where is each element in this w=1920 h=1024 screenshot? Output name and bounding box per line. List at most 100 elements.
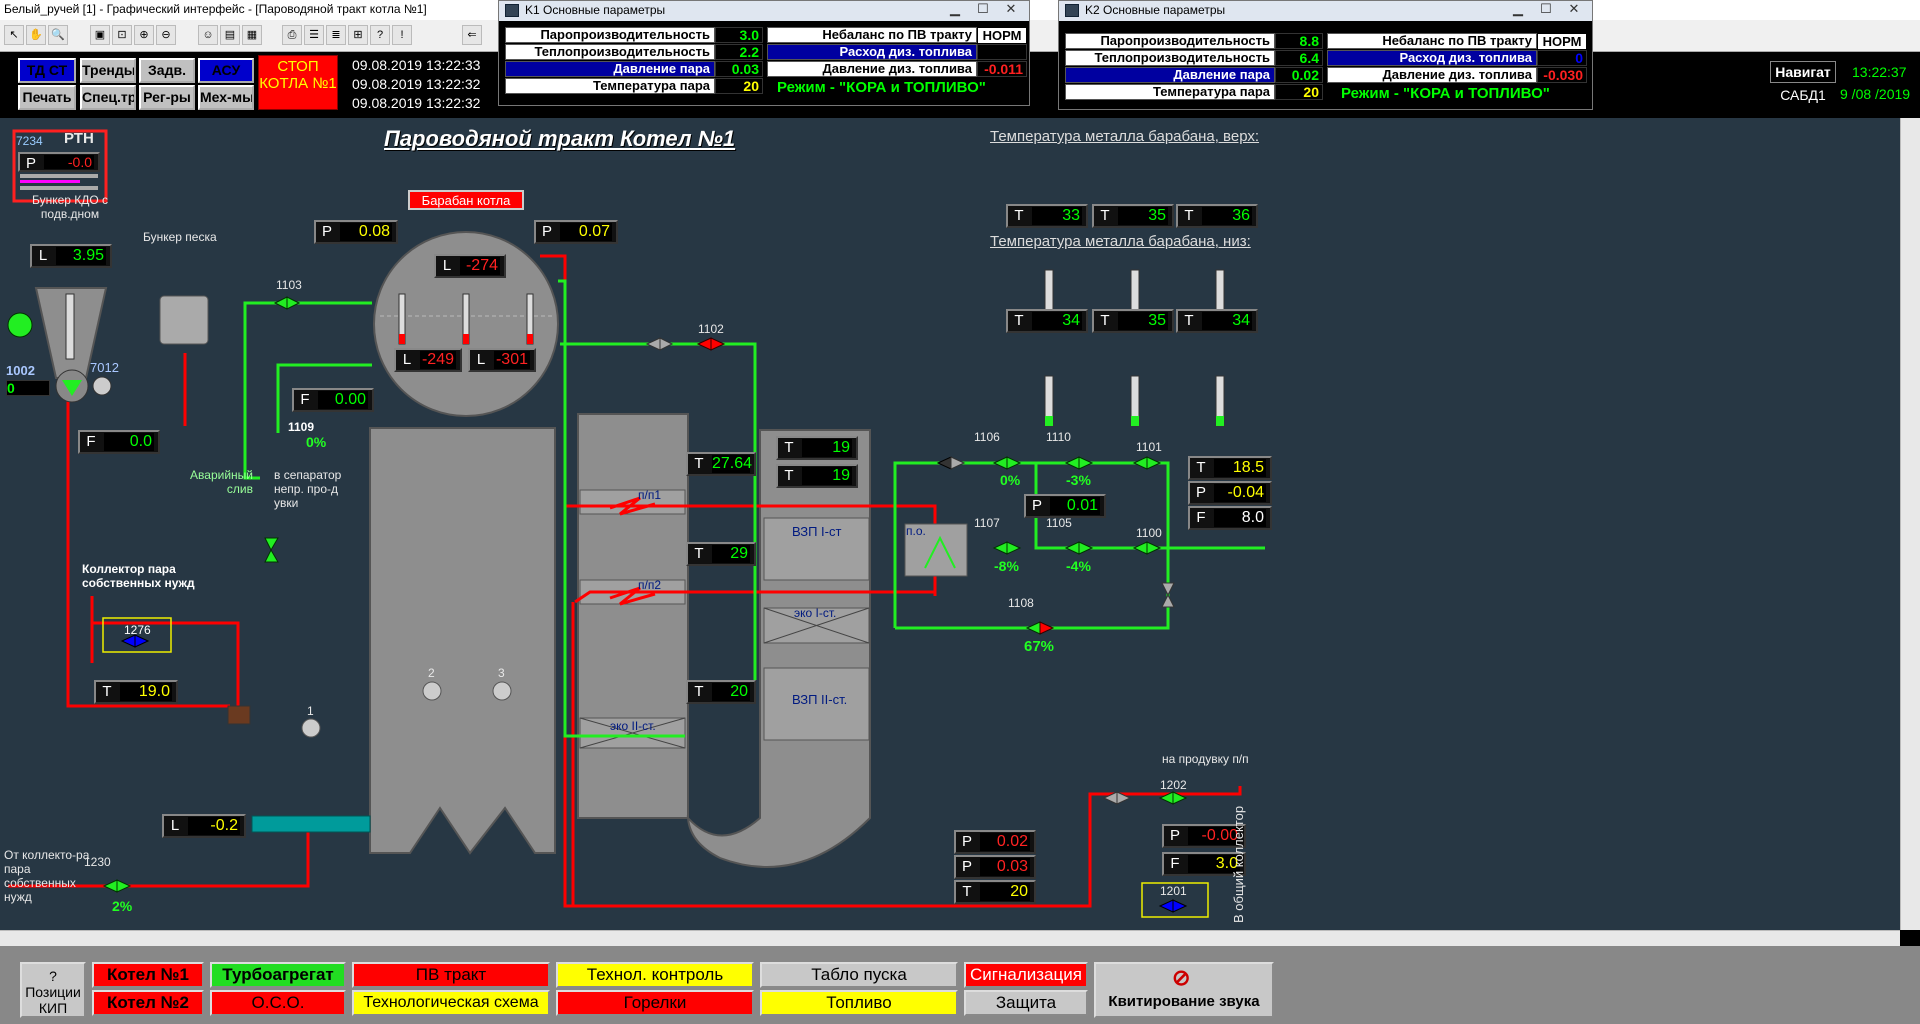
kip-positions-button[interactable]: ? Позиции КИП [20, 962, 86, 1018]
k2-label-fuel-pressure: Давление диз. топлива [1327, 67, 1537, 83]
zoom-in-icon[interactable]: ⊕ [134, 25, 154, 45]
pv-tract-button[interactable]: ПВ тракт [352, 962, 550, 988]
drum-label: Барабан котла [408, 190, 524, 210]
pointer-icon[interactable]: ↖ [4, 25, 24, 45]
k1-title-bar[interactable]: K1 Основные параметры ▁☐✕ [499, 1, 1029, 21]
users-icon[interactable]: ☺ [198, 25, 218, 45]
btn-regulators[interactable]: Рег-ры [139, 85, 195, 110]
fuel-button[interactable]: Топливо [760, 990, 958, 1016]
bunker-sand [159, 295, 209, 345]
maximize-icon[interactable]: ☐ [1540, 1, 1552, 16]
k2-label-steam: Паропроизводительность [1065, 33, 1275, 49]
k1-params-window[interactable]: K1 Основные параметры ▁☐✕ Паропроизводит… [498, 0, 1030, 106]
btn-mechanisms[interactable]: Мех-мы [198, 85, 254, 110]
btn-valves[interactable]: Задв. [139, 58, 195, 83]
btn-print[interactable]: Печать [18, 85, 76, 110]
k2-val-pressure: 0.02 [1275, 67, 1323, 83]
k1-val-temp: 20 [715, 78, 763, 94]
tech-control-button[interactable]: Технол. контроль [556, 962, 754, 988]
horizontal-scrollbar[interactable] [0, 930, 1900, 946]
fit-icon[interactable]: ▣ [90, 25, 110, 45]
vertical-scrollbar[interactable] [1900, 118, 1920, 930]
help-icon[interactable]: ? [370, 25, 390, 45]
k2-title-bar[interactable]: K2 Основные параметры ▁☐✕ [1059, 1, 1592, 21]
ack-sound-button[interactable]: ⊘ Квитирование звука [1094, 962, 1274, 1018]
motor-value: 0 [6, 380, 50, 396]
tech-scheme-button[interactable]: Технологическая схема [352, 990, 550, 1016]
zoom-window-icon[interactable]: ⊡ [112, 25, 132, 45]
valve-1108-label: 1108 [1008, 596, 1034, 610]
btn-td-st[interactable]: ТД СТ [18, 58, 76, 83]
datetime-2: 09.08.2019 13:22:32 [352, 76, 481, 92]
boiler-1-button[interactable]: Котел №1 [92, 962, 204, 988]
k1-val-pressure: 0.03 [715, 61, 763, 77]
k2-imbalance-status: НОРМ [1537, 33, 1587, 50]
drum-temp-gauges [1044, 269, 1225, 427]
list-icon[interactable]: ☰ [304, 25, 324, 45]
protection-button[interactable]: Защита [964, 990, 1088, 1016]
rtn-frame [12, 129, 108, 203]
k2-val-fuel-pressure: -0.030 [1537, 67, 1587, 83]
btn-trends[interactable]: Тренды [80, 58, 136, 83]
k1-val-steam: 3.0 [715, 27, 763, 43]
convective-shaft [577, 413, 689, 819]
doc-icon[interactable]: ▦ [242, 25, 262, 45]
k1-val-fuel-pressure: -0.011 [977, 61, 1027, 77]
drum-top-temp-title: Температура металла барабана, верх: [990, 128, 1260, 145]
oso-button[interactable]: О.С.О. [210, 990, 346, 1016]
print-icon[interactable]: ⎙ [282, 25, 302, 45]
navigator-button[interactable]: Навигат [1770, 61, 1836, 83]
valves[interactable] [102, 296, 1188, 913]
hint-icon[interactable]: ! [392, 25, 412, 45]
bunker-kdo-label: Бункер КДО с подв.дном [31, 193, 109, 221]
burner-3-label: 3 [498, 666, 505, 680]
k2-val-fuel-flow: 0 [1537, 50, 1587, 66]
k1-label-pressure: Давление пара [505, 61, 715, 77]
valve-1202-label: 1202 [1160, 778, 1187, 792]
alarm-button[interactable]: Сигнализация [964, 962, 1088, 988]
valve-1276-label: 1276 [124, 623, 151, 637]
btn-spec-trends[interactable]: Спец.тр [80, 85, 136, 110]
drum-bottom-temp-title: Температура металла барабана, низ: [990, 233, 1251, 250]
k2-params-window[interactable]: K2 Основные параметры ▁☐✕ Паропроизводит… [1058, 0, 1593, 110]
table-icon[interactable]: ≣ [326, 25, 346, 45]
grid-icon[interactable]: ⊞ [348, 25, 368, 45]
minimize-icon[interactable]: ▁ [1513, 1, 1523, 16]
burners-button[interactable]: Горелки [556, 990, 754, 1016]
zoom-icon[interactable]: 🔍 [48, 25, 68, 45]
k1-label-temp: Температура пара [505, 78, 715, 94]
boiler-2-button[interactable]: Котел №2 [92, 990, 204, 1016]
layers-icon[interactable]: ▤ [220, 25, 240, 45]
motor-code: 1002 [6, 363, 35, 378]
motor-icon[interactable] [7, 312, 33, 338]
scheme-canvas: Пароводяной тракт Котел №1 7234 РТН P-0.… [0, 118, 1900, 930]
burner-3 [492, 681, 512, 701]
po-label: п.о. [906, 524, 926, 538]
window-icon [1065, 4, 1079, 17]
back-icon[interactable]: ⇐ [462, 25, 482, 45]
valve-1105-pct: -4% [1066, 558, 1091, 574]
start-board-button[interactable]: Табло пуска [760, 962, 958, 988]
close-icon[interactable]: ✕ [1568, 1, 1580, 16]
minimize-icon[interactable]: ▁ [950, 1, 960, 16]
maximize-icon[interactable]: ☐ [977, 1, 989, 16]
stop-boiler-button[interactable]: СТОП КОТЛА №1 [258, 55, 338, 110]
close-icon[interactable]: ✕ [1005, 1, 1017, 16]
valve-1106-label: 1106 [974, 430, 1000, 444]
valve-1100-label: 1100 [1136, 526, 1162, 540]
btn-asu[interactable]: АСУ [198, 58, 254, 83]
hand-icon[interactable]: ✋ [26, 25, 46, 45]
valve-1106-pct: 0% [1000, 472, 1021, 488]
zoom-out-icon[interactable]: ⊖ [156, 25, 176, 45]
k2-label-temp: Температура пара [1065, 84, 1275, 100]
turbine-button[interactable]: Турбоагрегат [210, 962, 346, 988]
k1-label-fuel-flow: Расход диз. топлива [767, 44, 977, 60]
valve-1109-pct: 0% [306, 434, 327, 450]
